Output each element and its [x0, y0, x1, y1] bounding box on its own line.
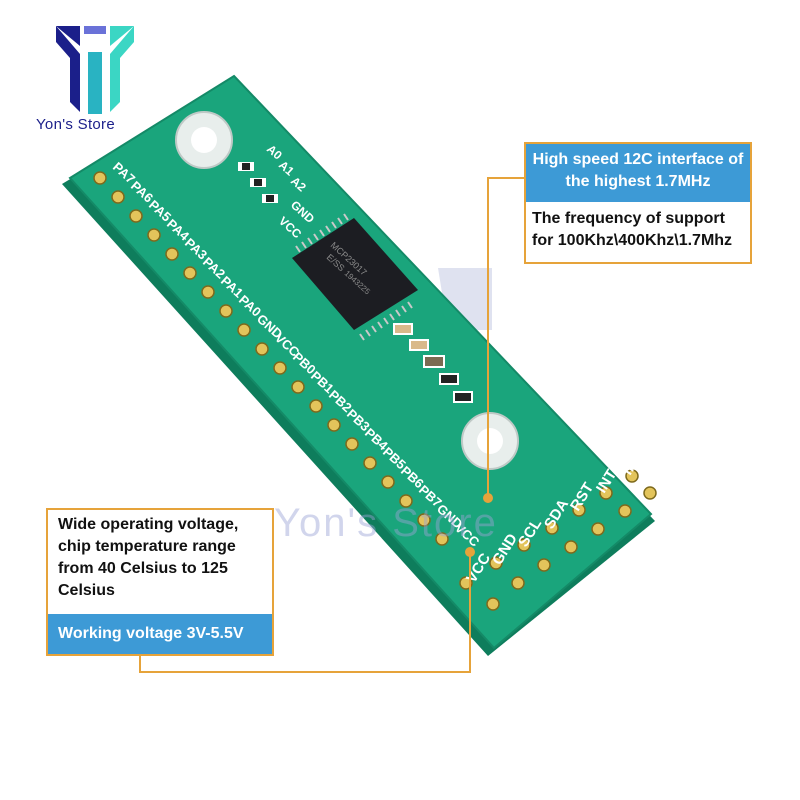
callout-voltage: Wide operating voltage, chip temperature…: [46, 508, 274, 656]
label-r-intb: INTB: [619, 439, 652, 478]
store-name: Yon's Store: [36, 116, 115, 133]
callout-i2c-title: High speed 12C interface of the highest …: [526, 144, 750, 202]
ic-chip: MCP23017 E/SS 1943225: [292, 213, 418, 341]
callout-voltage-title: Working voltage 3V-5.5V: [48, 614, 272, 654]
callout-i2c: High speed 12C interface of the highest …: [524, 142, 752, 264]
callout-i2c-body: The frequency of support for 100Khz\400K…: [532, 210, 733, 249]
watermark-text: Yon's Store: [274, 501, 498, 545]
right-pin-header: [459, 469, 657, 611]
pcb-board: MCP23017 E/SS 1943225 PA7 PA6 PA5 PA4 PA…: [62, 74, 657, 656]
left-pin-header: [93, 171, 449, 546]
smd-components: [238, 162, 473, 403]
store-logo: [56, 26, 134, 114]
callout-voltage-body: Wide operating voltage, chip temperature…: [58, 516, 239, 599]
callout-leaders: [139, 177, 524, 673]
